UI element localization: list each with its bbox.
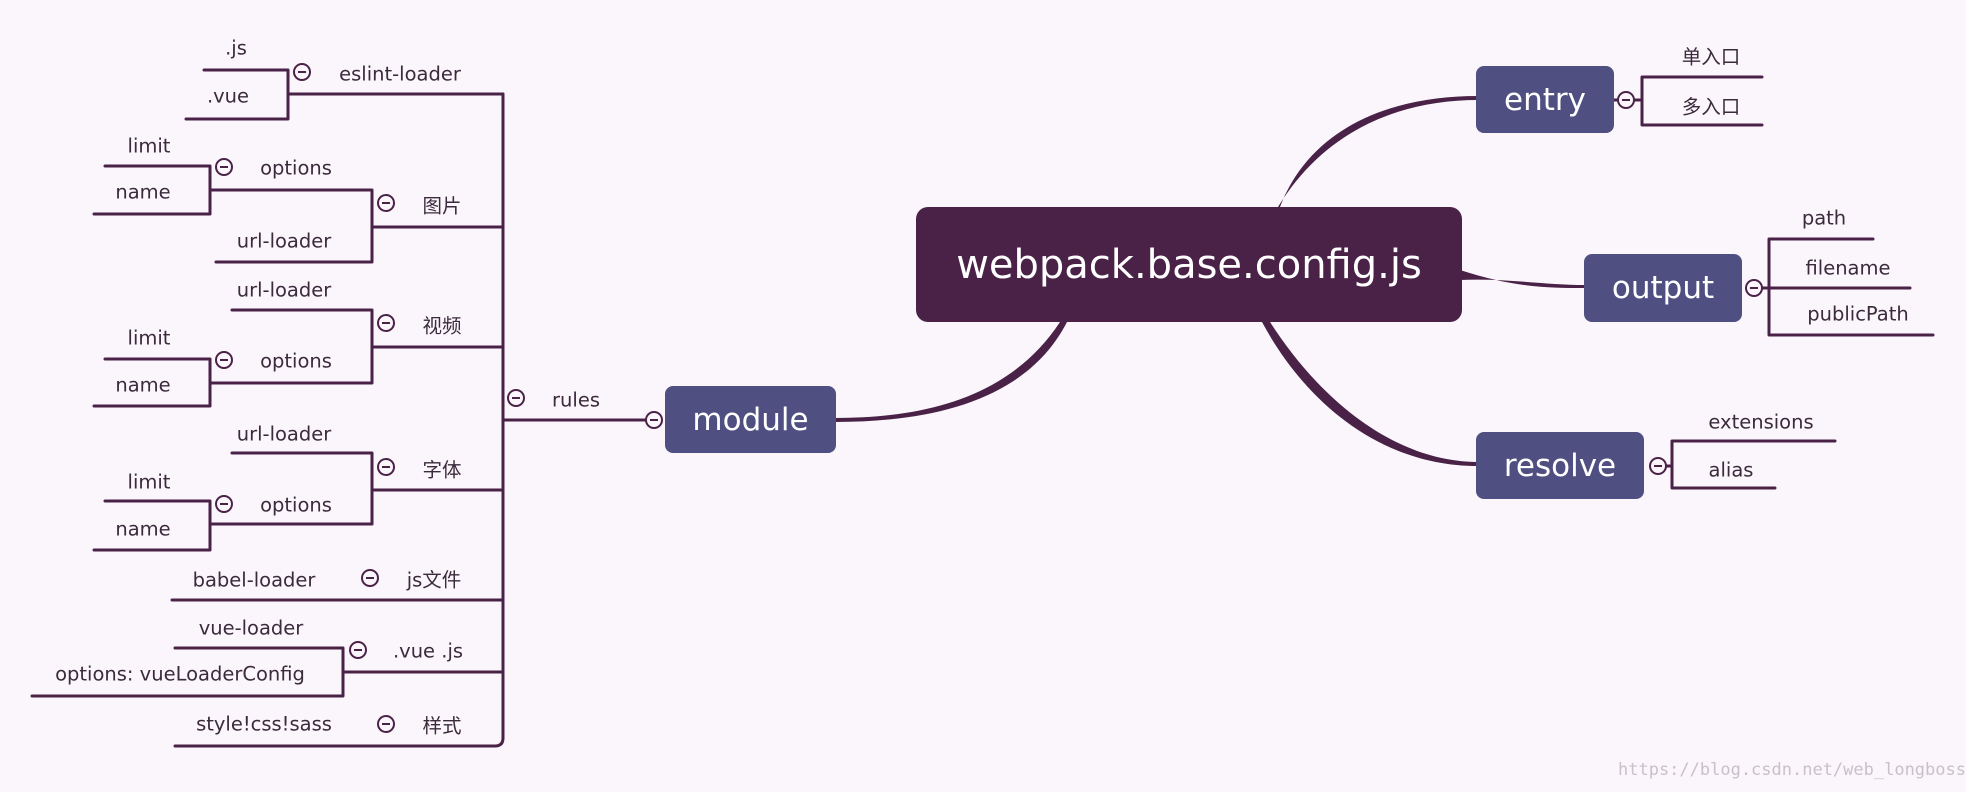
output-node[interactable]: output: [1584, 254, 1742, 322]
js-babel-loader[interactable]: babel-loader: [192, 568, 316, 592]
watermark: https://blog.csdn.net/web_longboss: [1618, 760, 1966, 780]
root-title: webpack.base.config.js: [956, 241, 1422, 288]
image-label[interactable]: 图片: [422, 194, 462, 218]
output-item-path[interactable]: path: [1801, 206, 1847, 230]
eslint-loader-label[interactable]: eslint-loader: [339, 62, 461, 86]
root-to-module-connector: [835, 322, 1067, 422]
font-options-label[interactable]: options: [260, 493, 332, 517]
image-bracket: [208, 188, 374, 264]
image-options-label[interactable]: options: [260, 156, 332, 180]
entry-collapse-toggle[interactable]: [1617, 91, 1635, 109]
style-label[interactable]: 样式: [422, 714, 462, 738]
output-item-filename[interactable]: filename: [1805, 256, 1891, 280]
image-options-bracket: [92, 164, 212, 216]
video-option-name[interactable]: name: [115, 373, 171, 397]
output-bracket: [1761, 237, 1935, 337]
output-title: output: [1611, 270, 1715, 306]
root-to-entry-connector: [1278, 96, 1478, 207]
entry-title: entry: [1504, 81, 1586, 118]
style-loader-label[interactable]: style!css!sass: [196, 712, 332, 736]
font-bracket: [208, 451, 374, 526]
video-options-collapse-toggle[interactable]: [215, 351, 233, 369]
image-options-collapse-toggle[interactable]: [215, 158, 233, 176]
style-collapse-toggle[interactable]: [377, 715, 395, 733]
vue-collapse-toggle[interactable]: [349, 641, 367, 659]
eslint-collapse-toggle[interactable]: [293, 63, 311, 81]
video-label[interactable]: 视频: [422, 314, 462, 338]
resolve-title: resolve: [1503, 447, 1617, 484]
resolve-item-alias[interactable]: alias: [1708, 458, 1754, 482]
js-label[interactable]: js文件: [406, 568, 462, 592]
entry-item-single[interactable]: 单入口: [1681, 45, 1741, 69]
font-options-collapse-toggle[interactable]: [215, 495, 233, 513]
resolve-collapse-toggle[interactable]: [1649, 457, 1667, 475]
vue-options-item[interactable]: options: vueLoaderConfig: [55, 662, 305, 686]
video-url-loader[interactable]: url-loader: [236, 278, 332, 302]
image-option-limit[interactable]: limit: [127, 134, 171, 158]
video-options-bracket: [92, 357, 212, 408]
rules-collapse-toggle[interactable]: [507, 389, 525, 407]
output-item-publicpath[interactable]: publicPath: [1807, 302, 1909, 326]
js-collapse-toggle[interactable]: [361, 569, 379, 587]
resolve-item-extensions[interactable]: extensions: [1708, 410, 1814, 434]
font-collapse-toggle[interactable]: [377, 458, 395, 476]
root-to-output-connector: [1460, 270, 1585, 288]
entry-item-multi[interactable]: 多入口: [1681, 95, 1741, 119]
eslint-item-vue[interactable]: .vue: [206, 84, 250, 108]
video-collapse-toggle[interactable]: [377, 314, 395, 332]
entry-node[interactable]: entry: [1476, 66, 1614, 133]
font-options-bracket: [92, 499, 212, 552]
eslint-item-js[interactable]: .js: [225, 36, 247, 60]
font-option-limit[interactable]: limit: [127, 470, 171, 494]
font-label[interactable]: 字体: [422, 458, 462, 482]
font-option-name[interactable]: name: [115, 517, 171, 541]
resolve-node[interactable]: resolve: [1476, 432, 1644, 499]
image-option-name[interactable]: name: [115, 180, 171, 204]
video-option-limit[interactable]: limit: [127, 326, 171, 350]
video-bracket: [208, 308, 374, 385]
image-url-loader[interactable]: url-loader: [236, 229, 332, 253]
root-to-resolve-connector: [1262, 322, 1478, 466]
vue-label[interactable]: .vue .js: [392, 639, 464, 663]
module-collapse-toggle[interactable]: [645, 411, 663, 429]
root-node[interactable]: webpack.base.config.js: [916, 207, 1462, 322]
eslint-bracket: [184, 68, 290, 121]
vue-loader-item[interactable]: vue-loader: [198, 616, 304, 640]
image-collapse-toggle[interactable]: [377, 194, 395, 212]
video-options-label[interactable]: options: [260, 349, 332, 373]
output-collapse-toggle[interactable]: [1745, 279, 1763, 297]
module-node[interactable]: module: [665, 386, 836, 453]
font-url-loader[interactable]: url-loader: [236, 422, 332, 446]
rules-spine: [173, 92, 505, 748]
module-title: module: [692, 401, 809, 438]
vue-bracket: [30, 646, 345, 698]
rules-label[interactable]: rules: [552, 388, 600, 412]
